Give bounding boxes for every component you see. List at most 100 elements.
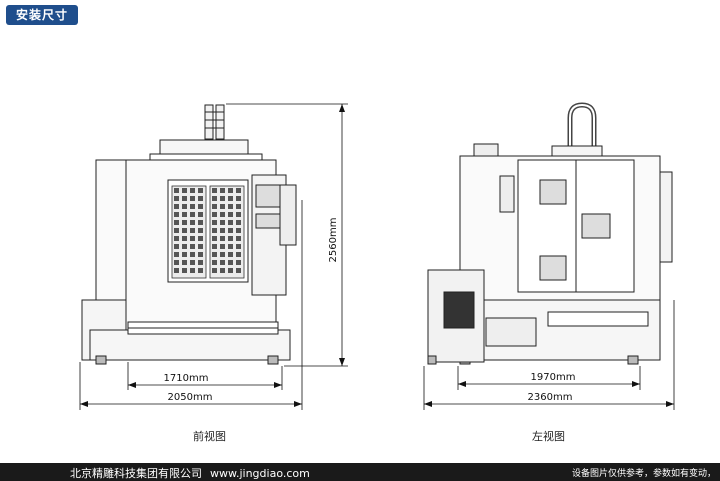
section-title: 安装尺寸: [6, 5, 79, 25]
side-inner-width-dim: 1970mm: [531, 372, 576, 383]
window-grid-cell: [182, 204, 187, 209]
window-grid-cell: [198, 252, 203, 257]
window-grid-cell: [174, 268, 179, 273]
window-grid-cell: [198, 244, 203, 249]
window-grid-cell: [228, 236, 233, 241]
window-grid-cell: [228, 188, 233, 193]
window-grid-cell: [190, 268, 195, 273]
window-grid-cell: [182, 268, 187, 273]
window-grid-cell: [228, 204, 233, 209]
window-grid-cell: [190, 220, 195, 225]
window-grid-cell: [198, 204, 203, 209]
window-grid-cell: [220, 236, 225, 241]
window-grid-cell: [182, 220, 187, 225]
window-grid-cell: [236, 188, 241, 193]
window-grid-cell: [198, 212, 203, 217]
window-grid-cell: [220, 268, 225, 273]
window-grid-cell: [220, 220, 225, 225]
window-grid-cell: [228, 268, 233, 273]
window-grid-cell: [212, 252, 217, 257]
window-grid-cell: [190, 212, 195, 217]
front-dimensions: [79, 103, 348, 410]
window-grid-cell: [198, 268, 203, 273]
window-grid-cell: [212, 220, 217, 225]
window-grid-cell: [198, 220, 203, 225]
window-grid-cell: [182, 244, 187, 249]
front-height-dim: 2560mm: [328, 218, 339, 263]
window-grid-cell: [220, 252, 225, 257]
window-grid-cell: [198, 228, 203, 233]
window-grid-cell: [220, 260, 225, 265]
window-grid-cell: [236, 220, 241, 225]
window-grid-cell: [190, 236, 195, 241]
window-grid-cell: [236, 236, 241, 241]
window-grid-cell: [220, 196, 225, 201]
window-grid-cell: [228, 212, 233, 217]
window-grid-cell: [236, 268, 241, 273]
window-grid-cell: [228, 252, 233, 257]
window-grid-cell: [212, 204, 217, 209]
window-grid-cell: [236, 260, 241, 265]
window-grid-cell: [182, 196, 187, 201]
window-grid-cell: [190, 188, 195, 193]
side-view-label: 左视图: [532, 430, 565, 443]
window-grid-cell: [174, 188, 179, 193]
window-grid-cell: [236, 252, 241, 257]
window-grid-cell: [174, 244, 179, 249]
window-grid-cell: [236, 244, 241, 249]
window-grid-cell: [182, 236, 187, 241]
front-dim-arrows: [80, 104, 345, 407]
window-grid-cell: [228, 244, 233, 249]
window-grid-cell: [228, 220, 233, 225]
window-grid-cell: [182, 260, 187, 265]
window-grid-cell: [236, 228, 241, 233]
front-outer-width-dim: 2050mm: [168, 392, 213, 403]
side-view-machine: [427, 102, 673, 365]
window-grid-cell: [190, 196, 195, 201]
side-dimensions: [423, 300, 675, 410]
window-grid-cell: [190, 244, 195, 249]
window-grid-cell: [228, 228, 233, 233]
window-grid-cell: [182, 212, 187, 217]
window-grid-cell: [190, 204, 195, 209]
window-grid-cell: [174, 196, 179, 201]
window-grid-cell: [228, 196, 233, 201]
window-grid-cell: [236, 196, 241, 201]
window-grid-cell: [198, 236, 203, 241]
window-grid-cell: [174, 212, 179, 217]
window-grid-cell: [174, 228, 179, 233]
window-grid-cell: [190, 228, 195, 233]
company-url[interactable]: www.jingdiao.com: [210, 467, 310, 480]
window-grid-cell: [212, 212, 217, 217]
front-view-machine: [81, 104, 297, 365]
front-window-grid: [174, 188, 241, 273]
window-grid-cell: [212, 244, 217, 249]
side-dim-arrows: [424, 381, 674, 407]
window-grid-cell: [198, 196, 203, 201]
window-grid-cell: [198, 260, 203, 265]
side-outer-width-dim: 2360mm: [528, 392, 573, 403]
window-grid-cell: [174, 252, 179, 257]
window-grid-cell: [220, 244, 225, 249]
window-grid-cell: [174, 236, 179, 241]
window-grid-cell: [212, 228, 217, 233]
window-grid-cell: [212, 260, 217, 265]
window-grid-cell: [182, 252, 187, 257]
window-grid-cell: [174, 260, 179, 265]
footer-note: 设备图片仅供参考，参数如有变动，: [571, 469, 716, 479]
window-grid-cell: [212, 236, 217, 241]
window-grid-cell: [182, 228, 187, 233]
window-grid-cell: [236, 204, 241, 209]
window-grid-cell: [212, 196, 217, 201]
window-grid-cell: [236, 212, 241, 217]
window-grid-cell: [212, 188, 217, 193]
window-grid-cell: [174, 204, 179, 209]
window-grid-cell: [220, 188, 225, 193]
window-grid-cell: [174, 220, 179, 225]
front-inner-width-dim: 1710mm: [164, 373, 209, 384]
window-grid-cell: [220, 204, 225, 209]
window-grid-cell: [182, 188, 187, 193]
